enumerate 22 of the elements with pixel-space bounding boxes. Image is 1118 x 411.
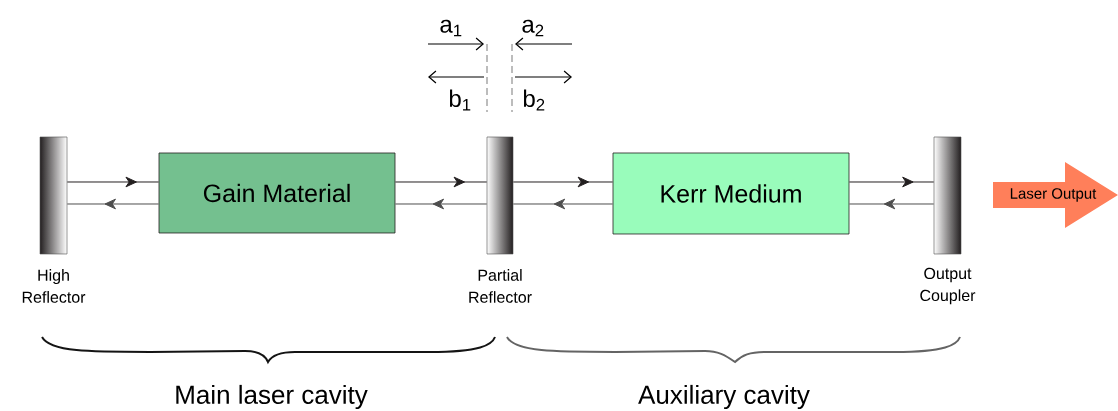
mirror xyxy=(486,136,514,255)
mirror xyxy=(39,136,68,255)
beam-arrow xyxy=(394,198,488,210)
component-box: Kerr Medium xyxy=(612,152,850,235)
mirror-label: Partial Reflector xyxy=(469,269,532,303)
beam-label: b$_{2}$ xyxy=(523,89,545,111)
beam-arrow xyxy=(512,198,614,210)
mirror xyxy=(933,136,962,255)
mirror-label: High Reflector xyxy=(22,269,86,303)
beam-arrow xyxy=(512,176,614,188)
beam-arrow xyxy=(66,198,160,210)
beam-arrow xyxy=(66,176,160,188)
brace-label: Main laser cavity xyxy=(176,384,368,410)
beam-label: a$_{2}$ xyxy=(522,19,544,37)
component-box: Gain Material xyxy=(158,152,396,234)
mirror-label: Output Coupler xyxy=(920,267,976,305)
brace-label: Auxiliary cavity xyxy=(638,384,810,410)
beam-arrow xyxy=(394,176,488,188)
beam-arrow xyxy=(848,198,935,210)
beam-arrow xyxy=(848,176,935,188)
beam-label: a$_{1}$ xyxy=(440,19,462,37)
beam-label: b$_{1}$ xyxy=(449,89,471,111)
